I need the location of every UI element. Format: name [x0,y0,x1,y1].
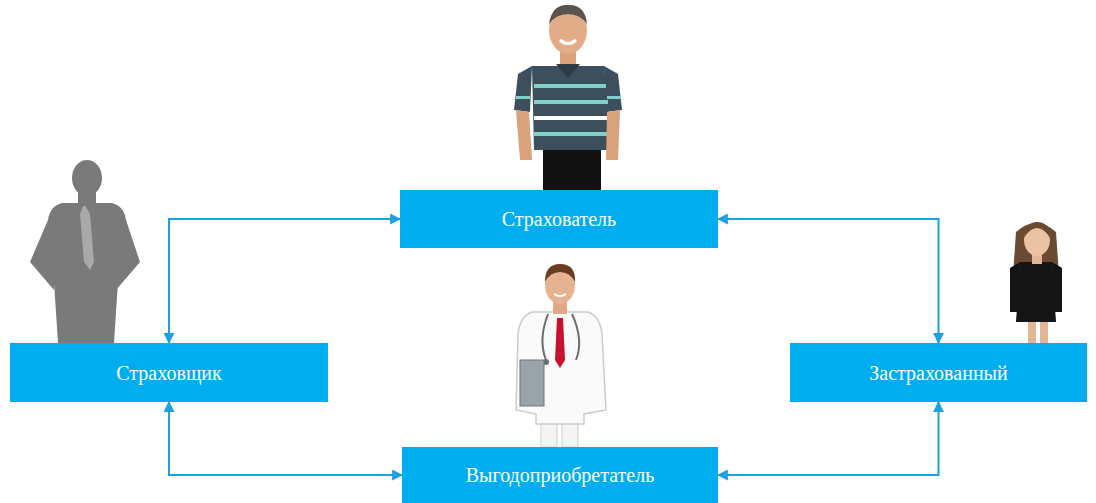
doctor-figure-part [520,360,544,406]
man-figure-part [607,96,621,99]
girl-figure-part [1052,262,1062,312]
girl-figure-part [1024,222,1050,238]
man-figure-part [549,5,587,24]
doctor-figure-part [516,312,606,424]
man-figure-part [560,40,576,44]
insurer-silhouette [30,160,140,343]
man-figure-part [534,100,608,104]
man-figure-part [516,110,532,160]
process-box: Застрахованный [790,343,1087,402]
connector-arrow [169,402,402,475]
man-figure-part [543,148,601,190]
doctor-figure-part [542,314,579,360]
girl-figure-part [1016,262,1056,322]
box-label: Страховщик [116,361,221,385]
man-figure-part [604,66,622,112]
connector-arrow [169,219,400,343]
man-figure-part [514,66,532,112]
box-label: Страхователь [502,207,616,231]
man-figure [514,5,622,190]
man-figure-part [534,132,610,136]
doctor-figure-part [555,318,565,368]
doctor-figure [516,264,606,447]
man-figure-part [516,96,530,99]
box-label: Выгодоприобретатель [466,463,655,487]
man-figure-part [532,66,612,150]
insurer-silhouette-part [116,220,140,290]
man-figure-part [534,116,610,120]
box-label: Застрахованный [869,361,1007,385]
doctor-figure-part [545,264,575,282]
process-box: Страхователь [400,190,718,248]
man-figure-part [534,84,606,88]
connector-arrow [718,402,939,475]
doctor-figure-part [554,294,566,296]
process-box: Выгодоприобретатель [402,447,718,503]
connector-arrow [718,219,939,343]
insurer-silhouette-part [30,220,56,290]
girl-figure [1010,222,1062,343]
man-figure-part [606,110,620,160]
girl-figure-part [1010,262,1020,312]
man-figure-part [556,64,580,78]
process-box: Страховщик [10,343,328,402]
insurer-silhouette-part [72,160,102,196]
insurer-silhouette-part [80,204,94,270]
